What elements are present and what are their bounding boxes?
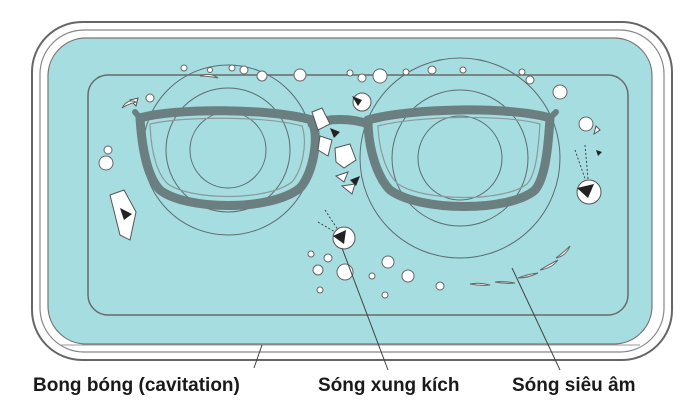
- tank-rim: [39, 29, 665, 353]
- label-leader-lines: [253, 247, 561, 371]
- bubble-fragments: [121, 73, 571, 286]
- floating-bubbles: [98, 64, 594, 299]
- inner-basket: [87, 74, 629, 316]
- cavitation-bubble-icon: [332, 92, 602, 250]
- ultrasonic-wave-label: Sóng siêu âm: [512, 375, 636, 396]
- eyeglasses-icon: [132, 105, 559, 211]
- eyeglasses-lens-outline: [149, 116, 541, 199]
- shock-wave-label: Sóng xung kích: [318, 375, 460, 396]
- ultrasonic-rings-right: [359, 57, 561, 259]
- dirt-dark-shards: [120, 128, 602, 220]
- dirt-particle-icon: [109, 97, 601, 241]
- cavitation-label: Bong bóng (cavitation): [33, 375, 240, 396]
